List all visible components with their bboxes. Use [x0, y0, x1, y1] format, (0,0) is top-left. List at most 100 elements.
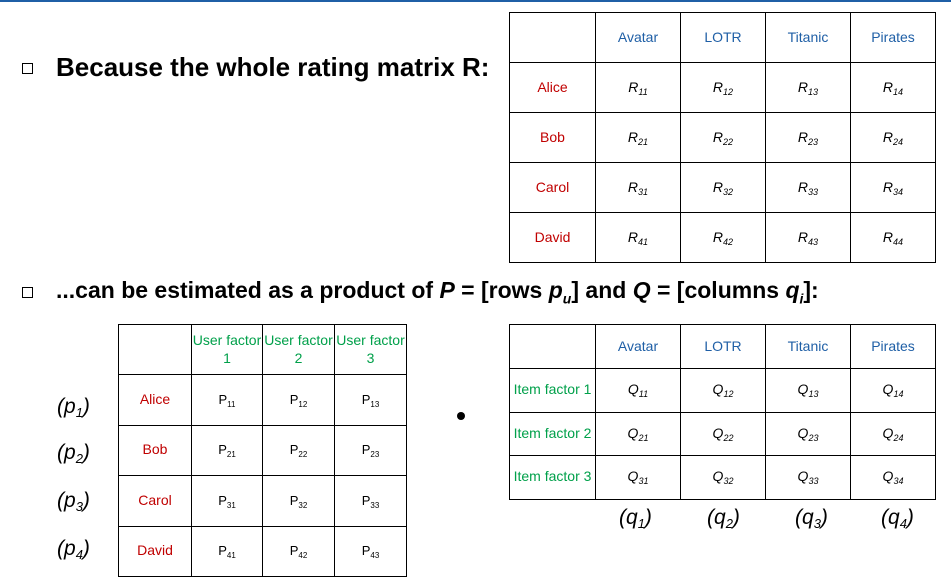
user-factor-value-base: P: [218, 442, 227, 458]
movie-header: Pirates: [871, 337, 915, 354]
rating-value-subscript: 23: [808, 136, 819, 147]
rating-value: R24: [883, 129, 903, 147]
user-factor-value: P43: [362, 543, 380, 560]
row-header: Item factor 2: [509, 411, 596, 456]
column-header: User factor 2: [262, 324, 335, 375]
symbol-p: P: [439, 277, 455, 303]
rating-value-subscript: 31: [638, 186, 649, 197]
bullet-square-icon: [22, 63, 33, 74]
user-name: David: [534, 228, 571, 245]
item-factor-value-base: Q: [797, 381, 809, 398]
matrix-cell: P31: [191, 475, 263, 527]
movie-header: Pirates: [871, 28, 915, 45]
row-vector-label: (p2): [57, 441, 90, 466]
vector-subscript: 3: [813, 516, 821, 531]
matrix-cell: Q34: [850, 455, 936, 500]
vector-subscript: 1: [75, 405, 83, 420]
matrix-cell: R33: [765, 162, 851, 213]
user-factor-value: P12: [290, 392, 308, 409]
rating-value-subscript: 32: [723, 186, 734, 197]
user-factor-header: User factor 3: [336, 331, 405, 366]
matrix-cell: P32: [262, 475, 335, 527]
rating-value-base: R: [712, 128, 724, 145]
rating-value: R22: [712, 128, 734, 147]
item-factor-value-base: Q: [882, 424, 894, 441]
user-name: Alice: [139, 390, 171, 407]
item-factor-value-base: Q: [712, 424, 724, 441]
rating-value-base: R: [797, 128, 809, 145]
item-factor-value-subscript: 31: [638, 476, 649, 487]
item-factor-value-base: Q: [627, 424, 639, 441]
item-factor-value-subscript: 34: [893, 476, 904, 487]
user-factor-value-subscript: 32: [298, 500, 308, 510]
heading-text: ]:: [803, 277, 819, 303]
rating-value: R23: [797, 128, 819, 147]
item-factor-value: Q11: [628, 381, 649, 400]
user-name: Alice: [537, 78, 568, 95]
vector-symbol: q: [626, 506, 638, 529]
rating-value: R11: [628, 79, 647, 97]
matrix-cell: Q32: [680, 455, 766, 500]
column-vector-label: (q4): [881, 506, 914, 531]
item-factor-value-subscript: 33: [808, 476, 819, 487]
user-factor-value-base: P: [218, 543, 227, 559]
rating-value: R21: [627, 128, 648, 147]
vector-symbol: p: [64, 441, 76, 464]
heading-rating-matrix: Because the whole rating matrix R:: [56, 52, 490, 82]
rating-value: R14: [883, 79, 903, 97]
item-factor-value-base: Q: [712, 381, 724, 398]
vector-symbol: p: [64, 537, 76, 560]
user-factor-value-subscript: 13: [370, 399, 380, 409]
item-factor-value-subscript: 21: [638, 432, 649, 443]
user-factor-value-subscript: 12: [298, 399, 308, 409]
matrix-cell: P22: [262, 424, 335, 476]
matrix-cell: Q13: [765, 368, 851, 413]
matrix-cell: R34: [850, 162, 936, 213]
vector-symbol: q: [714, 506, 726, 529]
user-factor-value: P11: [218, 391, 236, 409]
item-factor-value-subscript: 13: [808, 389, 819, 400]
column-header: Avatar: [595, 324, 681, 369]
matrix-cell: P21: [191, 424, 263, 476]
user-factor-value-base: P: [218, 391, 228, 407]
rating-value-subscript: 41: [638, 236, 649, 247]
item-factor-value: Q33: [798, 468, 819, 487]
row-header: Alice: [118, 374, 192, 426]
rating-value-base: R: [712, 178, 724, 195]
rating-value: R44: [882, 228, 903, 247]
movie-header: Avatar: [617, 337, 659, 354]
row-vector-label: (p3): [57, 489, 90, 514]
matrix-cell: R21: [595, 112, 681, 163]
rating-value-base: R: [882, 228, 894, 245]
user-name: Bob: [540, 128, 565, 145]
item-factor-value-base: Q: [882, 381, 894, 398]
rating-value-base: R: [627, 128, 639, 145]
user-factor-value: P41: [218, 543, 236, 560]
vector-symbol: p: [64, 489, 76, 512]
item-factor-value-subscript: 23: [808, 432, 819, 443]
item-factor-value: Q32: [713, 468, 734, 486]
top-accent-line: [0, 0, 951, 2]
user-factor-value: P32: [290, 493, 308, 510]
user-name: Bob: [142, 441, 168, 458]
vector-subscript: 3: [75, 499, 83, 514]
item-factor-value-subscript: 11: [638, 389, 649, 400]
rating-value: R41: [628, 229, 649, 247]
user-factor-value: P42: [290, 543, 308, 560]
rating-value-subscript: 34: [893, 186, 904, 197]
rating-value: R31: [628, 179, 649, 197]
item-factor-value-base: Q: [882, 468, 894, 485]
item-factor-label: Item factor 2: [513, 424, 592, 441]
bullet-square-icon: [22, 287, 33, 298]
matrix-cell: P23: [334, 424, 407, 476]
rating-value-subscript: 22: [723, 136, 734, 147]
row-header: Item factor 1: [509, 368, 596, 413]
item-factor-value: Q24: [882, 424, 904, 443]
